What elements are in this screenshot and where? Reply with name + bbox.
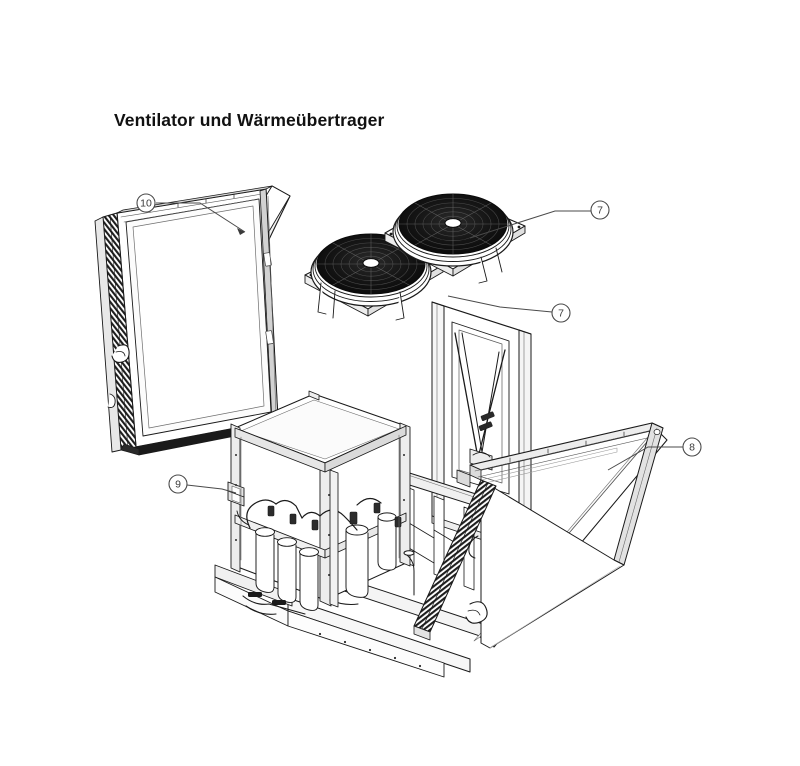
callout-7-bottom[interactable]: 7 [447, 295, 571, 323]
callout-7-top-leader [469, 210, 591, 239]
callout-7-top-bubble[interactable] [590, 200, 610, 220]
callout-9[interactable]: 9 [168, 474, 237, 494]
callout-8-leader [607, 446, 683, 471]
callout-10-leader [156, 202, 246, 233]
callout-8-bubble[interactable] [682, 437, 702, 457]
compressor-compartment [227, 390, 411, 615]
callout-9-leader [186, 484, 237, 494]
callout-9-bubble[interactable] [168, 474, 188, 494]
frame-rail-bracket [227, 481, 245, 507]
callout-7-bottom-bubble[interactable] [551, 303, 571, 323]
page-title: Ventilator und Wärmeübertrager [114, 110, 385, 130]
coil-panel-left [94, 185, 291, 456]
center-frame [431, 301, 532, 553]
fan-lower [304, 233, 444, 321]
callout-7-bottom-leader [447, 295, 553, 313]
callout-10-bubble[interactable] [136, 193, 156, 213]
coil-panel-right [413, 422, 668, 649]
callout-10-arrow [237, 228, 245, 235]
fan-upper [384, 193, 526, 284]
connector-pipes [236, 510, 415, 596]
